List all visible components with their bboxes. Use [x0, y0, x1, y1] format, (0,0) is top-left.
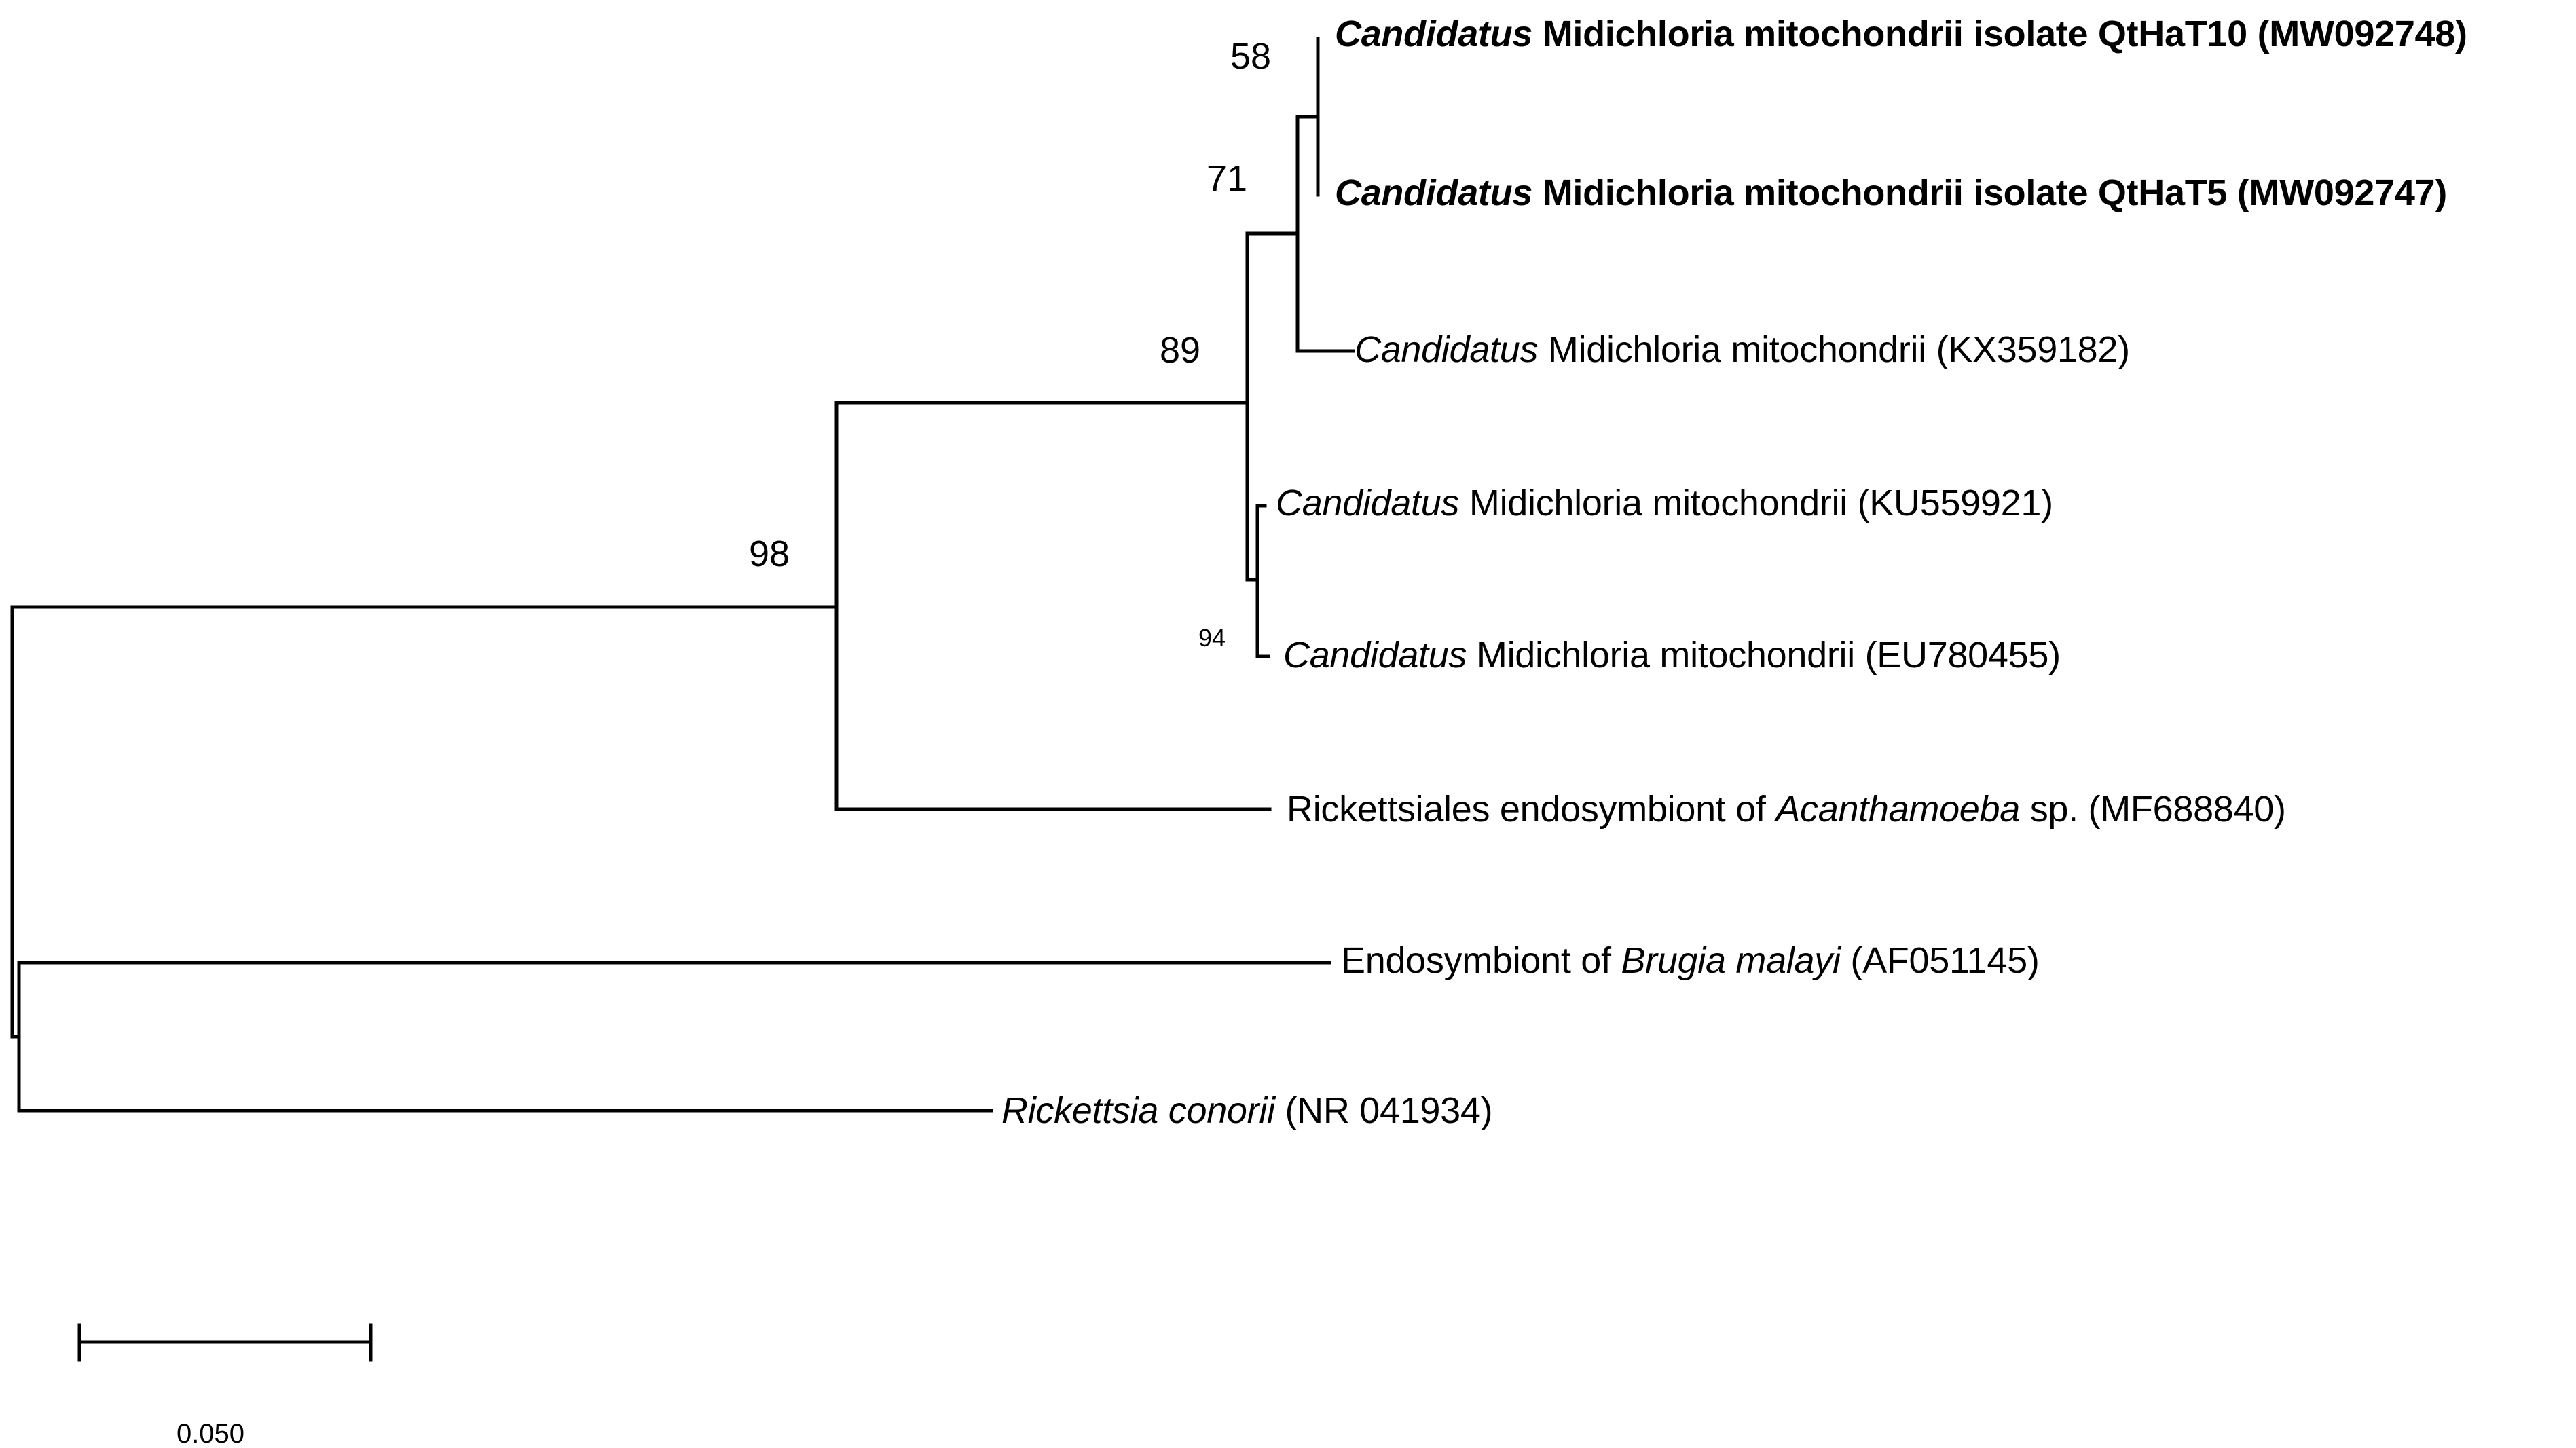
- bootstrap-value-58: 58: [1230, 36, 1272, 77]
- bootstrap-value-71: 71: [1206, 158, 1248, 199]
- taxon-name-regular-part: Midichloria mitochondrii isolate QtHaT10…: [1532, 14, 2467, 54]
- taxon-name-italic-part: Rickettsia conorii: [1001, 1090, 1275, 1131]
- taxon-name-italic-part: Candidatus: [1335, 14, 1533, 54]
- taxon-name-regular-part: Midichloria mitochondrii (KU559921): [1459, 483, 2053, 523]
- bootstrap-value-94: 94: [1198, 624, 1226, 652]
- bootstrap-value-89: 89: [1159, 330, 1201, 371]
- taxon-name-regular-part: sp. (MF688840): [2020, 789, 2286, 830]
- taxon-name-regular-part: Endosymbiont of: [1341, 940, 1621, 981]
- scale-bar-label: 0.050: [176, 1419, 245, 1448]
- taxon-label-eu780455: Candidatus Midichloria mitochondrii (EU7…: [1283, 637, 2061, 673]
- taxon-name-regular-part: (NR 041934): [1274, 1090, 1493, 1131]
- taxon-name-regular-part: (AF051145): [1840, 940, 2040, 981]
- taxon-name-italic-part: Candidatus: [1335, 172, 1533, 213]
- taxon-label-mf688840: Rickettsiales endosymbiont of Acanthamoe…: [1287, 791, 2286, 828]
- taxon-name-italic-part: Candidatus: [1276, 483, 1460, 523]
- taxon-label-qthat10-mw092748: Candidatus Midichloria mitochondrii isol…: [1335, 16, 2467, 52]
- bootstrap-value-98: 98: [748, 534, 790, 574]
- taxon-label-nr041934: Rickettsia conorii (NR 041934): [1001, 1090, 1493, 1131]
- taxon-label-af051145: Endosymbiont of Brugia malayi (AF051145): [1341, 942, 2040, 979]
- taxon-label-ku559921: Candidatus Midichloria mitochondrii (KU5…: [1276, 485, 2053, 521]
- taxon-name-regular-part: Midichloria mitochondrii (KX359182): [1538, 329, 2130, 370]
- taxon-name-regular-part: Midichloria mitochondrii isolate QtHaT5 …: [1532, 172, 2448, 213]
- taxon-name-italic-part: Acanthamoeba: [1775, 789, 2021, 830]
- taxon-name-regular-part: Midichloria mitochondrii (EU780455): [1467, 635, 2061, 675]
- taxon-label-qthat5-mw092747: Candidatus Midichloria mitochondrii isol…: [1335, 174, 2447, 211]
- taxon-name-italic-part: Candidatus: [1283, 635, 1467, 675]
- taxon-name-italic-part: Brugia malayi: [1621, 940, 1841, 981]
- taxon-label-kx359182: Candidatus Midichloria mitochondrii (KX3…: [1355, 331, 2130, 368]
- taxon-name-regular-part: Rickettsiales endosymbiont of: [1287, 789, 1776, 830]
- taxon-name-italic-part: Candidatus: [1355, 329, 1539, 370]
